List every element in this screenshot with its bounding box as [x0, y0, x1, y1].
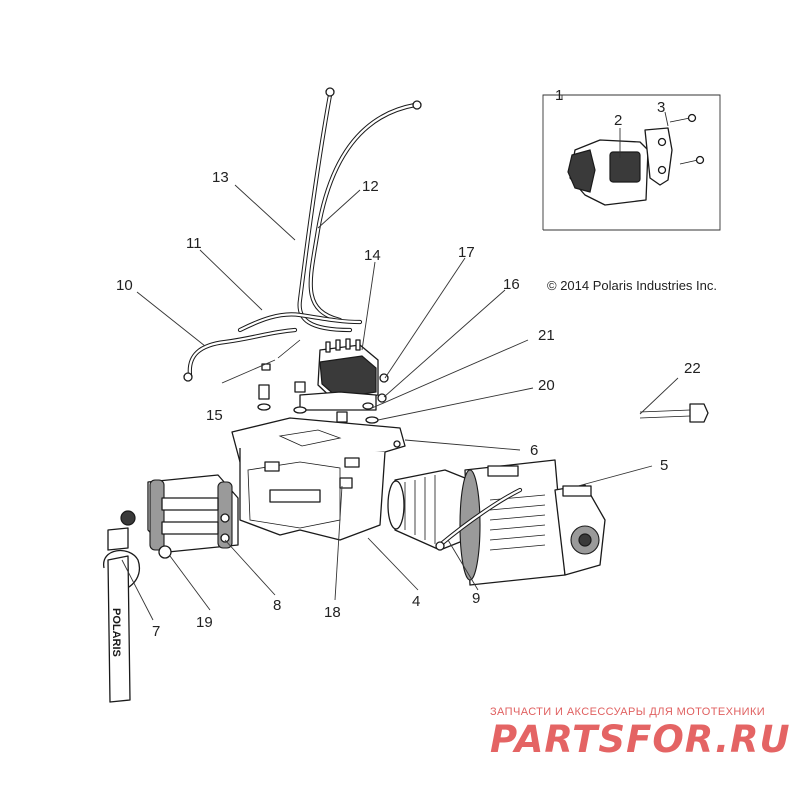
- screw-head: [687, 113, 697, 123]
- callout-9: 9: [472, 590, 480, 607]
- cable-10: [187, 327, 298, 378]
- callout-10: 10: [116, 277, 133, 294]
- callout-5: 5: [660, 457, 668, 474]
- switch-face: [567, 149, 596, 193]
- watermark-subtitle: ЗАПЧАСТИ И АКСЕССУАРЫ ДЛЯ МОТОТЕХНИКИ: [490, 706, 766, 718]
- nut: [120, 510, 136, 526]
- hook-strap-7: POLARIS: [103, 527, 141, 703]
- roller-vertical: [149, 479, 165, 551]
- inset-frame: [542, 94, 721, 231]
- drum-rope: [489, 494, 546, 551]
- bracket-hole: [657, 137, 667, 147]
- inset-switch-kit: [542, 94, 721, 231]
- mounting-plate-4: [231, 417, 406, 541]
- clutch-center: [578, 533, 592, 547]
- leader-lines: [121, 184, 679, 621]
- callout-17: 17: [458, 244, 475, 261]
- nut-21: [362, 402, 374, 410]
- winch-motor: [394, 469, 466, 551]
- screw-shank: [679, 159, 699, 165]
- stud-18: [339, 477, 353, 489]
- callout-15: 15: [206, 407, 223, 424]
- switch-module: [609, 151, 641, 183]
- contactor-core: [319, 355, 377, 399]
- callout-3: 3: [657, 99, 665, 116]
- contactor-14: [299, 338, 389, 411]
- winch-assembly: [387, 459, 606, 586]
- nut-19: [158, 545, 172, 559]
- callout-16: 16: [503, 276, 520, 293]
- terminal-post: [335, 339, 341, 351]
- roller-horizontal: [161, 497, 219, 511]
- callout-2: 2: [614, 112, 622, 129]
- callout-22: 22: [684, 360, 701, 377]
- tie-block: [487, 465, 519, 477]
- callout-18: 18: [324, 604, 341, 621]
- callout-labels: 1 2 3 4 5 6 7 8 9 10 11 12 13 14 15 16 1…: [116, 87, 701, 640]
- callout-7: 7: [152, 623, 160, 640]
- leader-3: [664, 111, 669, 127]
- bolt: [336, 411, 348, 423]
- plate-slot: [344, 457, 360, 468]
- callout-14: 14: [364, 247, 381, 264]
- callout-20: 20: [538, 377, 555, 394]
- ring-terminal: [412, 100, 422, 110]
- washer: [293, 406, 307, 414]
- ring-terminal: [325, 87, 335, 97]
- bolt-22: [639, 403, 709, 423]
- strap: [107, 555, 131, 703]
- hook-clevis: [107, 527, 129, 551]
- washer-20: [365, 416, 379, 424]
- terminal-post: [325, 341, 331, 353]
- washer: [257, 403, 271, 411]
- roller-fairlead-8: [147, 474, 239, 553]
- tie-block-5: [562, 485, 592, 497]
- callout-12: 12: [362, 178, 379, 195]
- bracket-hole: [657, 165, 667, 175]
- terminal-post: [355, 339, 361, 351]
- watermark-brand: PARTSFOR.RU: [490, 718, 791, 761]
- callout-1: 1: [555, 87, 563, 104]
- screw-shank: [669, 117, 691, 123]
- roller-horizontal: [161, 521, 219, 535]
- fairlead-bolt: [220, 533, 230, 543]
- screw-head: [695, 155, 705, 165]
- cable-12: [308, 102, 418, 323]
- plate-cutout: [278, 429, 342, 447]
- wiring-harness: [183, 87, 422, 382]
- terminal-post: [345, 338, 351, 350]
- callout-6: 6: [530, 442, 538, 459]
- plate-opening: [269, 489, 321, 503]
- plate-slot: [264, 461, 280, 472]
- callout-8: 8: [273, 597, 281, 614]
- callout-19: 19: [196, 614, 213, 631]
- bolt: [258, 384, 270, 400]
- drum-flange: [459, 469, 481, 581]
- callout-4: 4: [412, 593, 420, 610]
- washer-16: [377, 393, 387, 403]
- callout-21: 21: [538, 327, 555, 344]
- cable-tie-15: [277, 339, 301, 359]
- callout-13: 13: [212, 169, 229, 186]
- ring-terminal: [183, 372, 193, 382]
- copyright-text: © 2014 Polaris Industries Inc.: [547, 278, 717, 293]
- callout-11: 11: [186, 235, 202, 252]
- bolt: [294, 381, 306, 393]
- base-fasteners: [257, 381, 379, 432]
- switch-bracket: [644, 127, 673, 186]
- plate-hole: [393, 440, 401, 448]
- fairlead-bolt: [220, 513, 230, 523]
- motor-endcap: [387, 480, 405, 530]
- strap-text: POLARIS: [110, 608, 122, 657]
